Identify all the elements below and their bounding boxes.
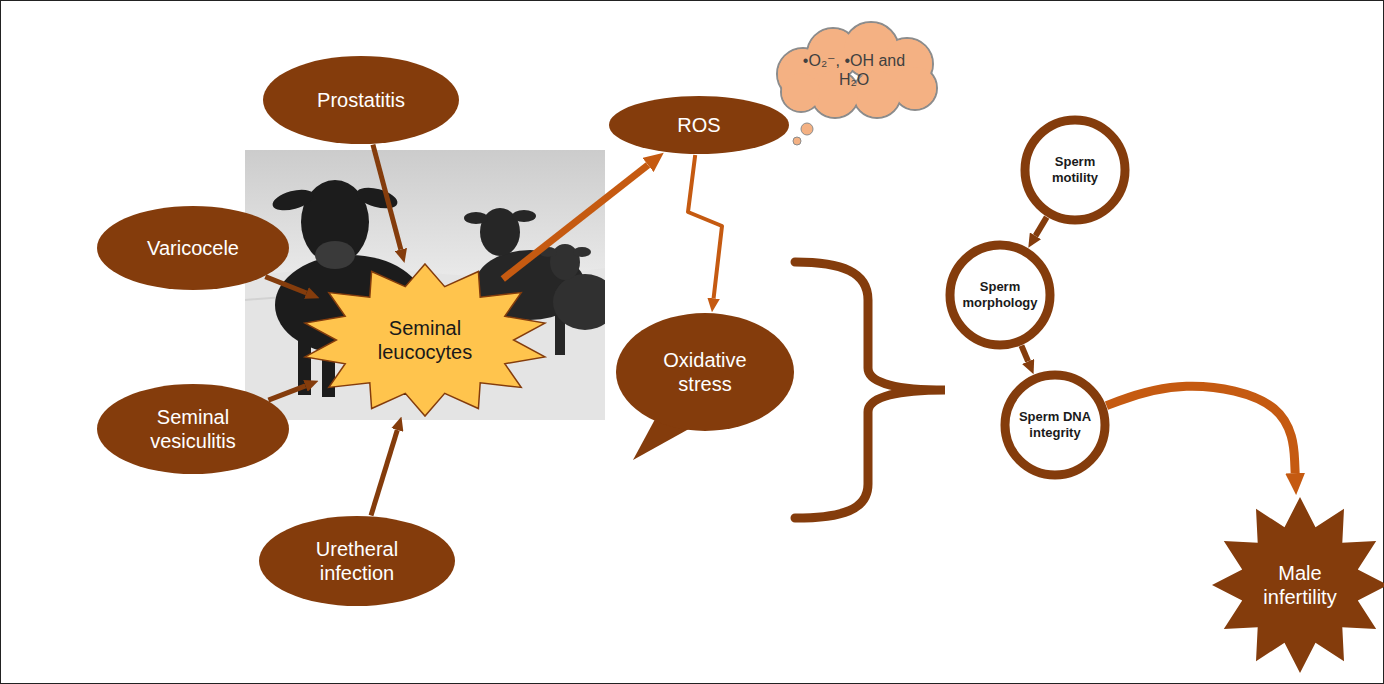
ellipse-outline [96,383,290,475]
cow-photo [245,150,605,420]
ellipse-shape [259,516,455,606]
arrow-connector [371,430,397,515]
node-text-group: Uretheral infection [297,537,417,585]
ring-node: Sperm morphology [945,240,1055,350]
node-text-group: Sperm DNA integrity [1015,409,1095,440]
star-outline [300,262,550,418]
star-node: Seminal leucocytes [300,262,550,418]
ellipse-node: Prostatitis [262,55,460,145]
node-label: Prostatitis [317,88,405,112]
ring-shape [950,245,1050,345]
bubble-node: Oxidative stress [615,312,795,462]
arrow-connector [1106,386,1295,473]
node-label: Sperm motility [1035,154,1115,185]
node-label: Male infertility [1260,561,1340,609]
ring-node: Sperm DNA integrity [1000,370,1110,480]
node-text-group: Varicocele [147,236,239,260]
node-label: Uretheral infection [297,537,417,585]
circle-part [801,123,813,135]
node-label: Seminal leucocytes [360,316,490,364]
ellipse-part [270,186,315,214]
arrow-connector [503,165,648,279]
cloud-fill [778,23,936,117]
node-label: Oxidative stress [645,348,765,396]
node-text-group: Seminal vesiculitis [133,405,253,453]
ellipse-node: Varicocele [96,205,290,291]
ring-node: Sperm motility [1020,115,1130,225]
node-text-group: Oxidative stress [645,348,765,396]
arrow-connector [268,386,305,400]
arrow-connector [265,277,306,293]
starburst-shape [305,264,545,416]
ellipse-outline [258,515,456,607]
ellipse-part [464,212,488,224]
circle-part [793,137,801,145]
bracket [795,262,945,518]
node-label: •O₂⁻, •OH and H₂O [792,51,917,89]
starburst-shape [1212,497,1384,673]
star-node: Male infertility [1210,495,1384,675]
ellipse-shape [97,384,289,474]
ellipse-node: Uretheral infection [258,515,456,607]
ellipse-part [553,274,605,330]
ellipse-shape [609,96,789,154]
cloud-node: •O₂⁻, •OH and H₂O [765,22,943,118]
connectors [265,145,1295,516]
node-text-group: •O₂⁻, •OH and H₂O [792,51,917,89]
node-label: Sperm DNA integrity [1015,409,1095,440]
arrow-connector [688,155,722,298]
arrow-connector [1036,217,1047,236]
arrow-connector [1021,346,1028,362]
ellipse-shape [263,56,459,144]
node-text-group: Sperm motility [1035,154,1115,185]
node-text-group: ROS [677,113,720,137]
node-text-group: Sperm morphology [960,279,1040,310]
node-text-group: Seminal leucocytes [360,316,490,364]
node-label: Seminal vesiculitis [133,405,253,453]
ellipse-node: Seminal vesiculitis [96,383,290,475]
ellipse-part [573,247,591,257]
thought-dots [793,123,813,145]
star-outline [1210,495,1384,675]
ellipse-part [512,210,536,222]
ellipse-part [315,241,355,269]
node-text-group: Prostatitis [317,88,405,112]
ellipse-part [354,184,399,212]
ring-shape [1025,120,1125,220]
arrow-connector [373,145,401,250]
node-label: Varicocele [147,236,239,260]
ellipse-shape [97,206,289,290]
bubble-shape [616,313,794,431]
node-label: ROS [677,113,720,137]
node-label: Sperm morphology [960,279,1040,310]
ellipse-node: ROS [608,95,790,155]
rect-part [245,150,605,420]
cloud-lobe-fill [782,73,820,111]
cloud-lobe-fill [894,67,936,109]
ring-shape [1005,375,1105,475]
cloud-outline [765,22,943,118]
node-text-group: Male infertility [1260,561,1340,609]
cloud-outline [777,22,937,118]
